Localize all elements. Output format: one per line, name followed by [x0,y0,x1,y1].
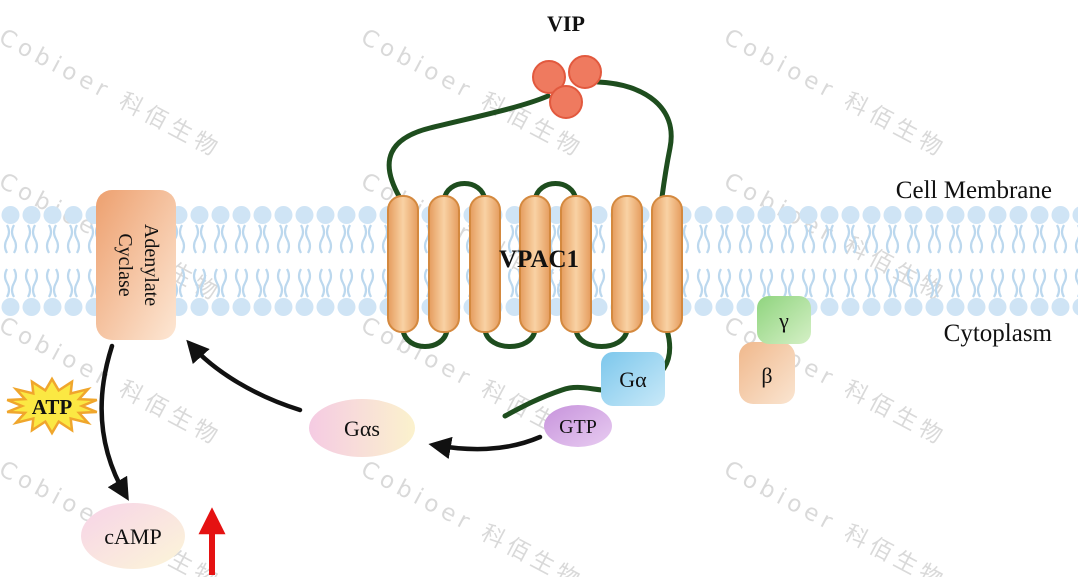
n-terminal-loop-right [595,79,674,200]
cell-membrane-label: Cell Membrane [896,177,1052,204]
intracellular-loop-1 [400,327,450,349]
vip-molecule [549,85,583,119]
vpac1-helices [387,195,683,333]
g-beta-subunit: β [739,342,795,404]
extracellular-loop-2 [532,181,579,203]
g-alpha-subunit: Gα [601,352,665,406]
signal-arrows [99,339,543,501]
arrow-adenylate-cyclase-to-camp [99,343,129,501]
vip-molecule [532,60,566,94]
c-terminal-tail [502,327,673,419]
helix-6 [611,195,643,333]
receptor-loops [386,79,674,419]
helix-4 [519,195,551,333]
gtp-molecule: GTP [544,405,612,447]
arrow-gtp-to-gas [428,434,543,460]
intracellular-loop-3 [573,327,630,349]
vip-molecule [568,55,602,89]
g-alpha-label: Gα [619,367,647,392]
helix-2 [428,195,460,333]
beta-label: β [761,363,772,388]
n-terminal-loop [386,93,551,201]
adenylate-cyclase-label-line1: Adenylate [140,224,162,306]
atp-molecule: ATP [6,376,98,436]
gamma-label: γ [778,308,789,333]
atp-starburst [6,376,98,436]
gtp-label: GTP [559,416,597,438]
receptor-label: VPAC1 [499,246,579,273]
adenylate-cyclase: Adenylate Cyclase [96,190,176,340]
g-alpha-s-label: Gαs [344,416,380,441]
g-alpha-s-subunit: Gαs [309,399,415,457]
helix-5 [560,195,592,333]
arrow-gas-to-adenylate-cyclase [186,339,303,413]
helix-7 [651,195,683,333]
adenylate-cyclase-label-line2: Cyclase [114,233,136,296]
extracellular-loop-1 [441,181,488,203]
intracellular-loop-2 [482,327,538,349]
camp-label: cAMP [104,524,161,549]
cytoplasm-label: Cytoplasm [944,320,1053,347]
camp-molecule: cAMP [81,503,185,569]
helix-1 [387,195,419,333]
vip-ligand [532,55,602,119]
g-gamma-subunit: γ [757,296,811,344]
atp-label: ATP [32,395,73,419]
helix-3 [469,195,501,333]
vip-label: VIP [547,11,585,36]
